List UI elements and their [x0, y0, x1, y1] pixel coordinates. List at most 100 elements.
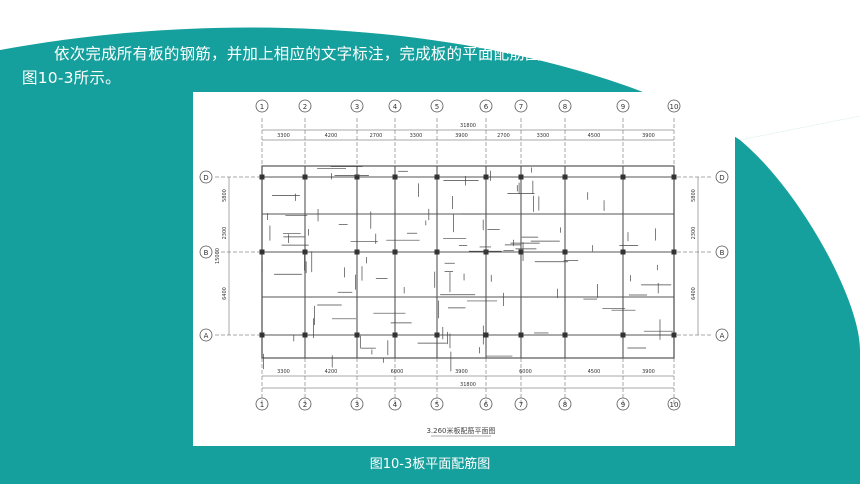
axis-label-bottom: 9 — [621, 401, 625, 409]
drawing-title: 3.260米板配筋平面图 — [426, 426, 495, 435]
row-bubble-right — [715, 245, 729, 259]
bottom-dim: 6000 — [519, 369, 532, 375]
row-label-right: A — [720, 332, 725, 340]
axis-label-top: 8 — [563, 103, 567, 111]
axis-label-bottom: 8 — [563, 401, 567, 409]
left-dim: 2300 — [222, 227, 228, 240]
column-block — [354, 174, 360, 180]
top-dim: 4500 — [588, 133, 601, 139]
row-label-right: D — [719, 174, 724, 182]
axis-label-bottom: 3 — [355, 401, 359, 409]
top-dim: 3900 — [642, 133, 655, 139]
column-block — [518, 249, 524, 255]
axis-bubble-bottom — [388, 397, 402, 411]
column-block — [259, 174, 265, 180]
axis-label-top: 3 — [355, 103, 359, 111]
axis-label-top: 4 — [393, 103, 398, 111]
column-block — [518, 332, 524, 338]
axis-bubble-top — [514, 99, 528, 113]
column-block — [392, 332, 398, 338]
column-block — [392, 249, 398, 255]
axis-bubble-bottom — [479, 397, 493, 411]
column-block — [354, 332, 360, 338]
top-dim: 3300 — [410, 133, 423, 139]
column-block — [302, 332, 308, 338]
row-label-right: B — [720, 249, 725, 257]
right-dim: 5800 — [691, 189, 697, 202]
axis-label-bottom: 10 — [670, 401, 679, 409]
column-block — [620, 332, 626, 338]
column-block — [671, 249, 677, 255]
column-block — [392, 174, 398, 180]
row-bubble-left — [199, 245, 213, 259]
bottom-dim: 3900 — [455, 369, 468, 375]
row-label-left: B — [204, 249, 209, 257]
axis-bubble-top — [479, 99, 493, 113]
paragraph-text: 依次完成所有板的钢筋，并加上相应的文字标注，完成板的平面配筋图，如图10-3所示… — [22, 45, 573, 87]
axis-bubble-top — [350, 99, 364, 113]
axis-bubble-bottom — [255, 397, 269, 411]
row-bubble-left — [199, 170, 213, 184]
row-bubble-right — [715, 328, 729, 342]
bottom-dim: 6000 — [391, 369, 404, 375]
axis-label-top: 6 — [484, 103, 489, 111]
axis-bubble-top — [255, 99, 269, 113]
axis-bubble-top — [616, 99, 630, 113]
axis-bubble-bottom — [514, 397, 528, 411]
top-dim: 3300 — [277, 133, 290, 139]
bottom-dim: 3900 — [642, 369, 655, 375]
top-total-dim: 31800 — [460, 123, 476, 129]
axis-label-bottom: 6 — [484, 401, 489, 409]
column-block — [562, 332, 568, 338]
figure-caption: 图10-3板平面配筋图 — [369, 457, 491, 472]
left-dim: 5800 — [222, 189, 228, 202]
column-block — [483, 174, 489, 180]
axis-bubble-bottom — [616, 397, 630, 411]
column-block — [671, 332, 677, 338]
side-total-dim: 15000 — [215, 248, 221, 264]
right-dim: 2300 — [691, 227, 697, 240]
axis-label-top: 1 — [260, 103, 264, 111]
column-block — [434, 249, 440, 255]
top-dim: 3900 — [455, 133, 468, 139]
column-block — [483, 332, 489, 338]
axis-bubble-top — [298, 99, 312, 113]
bottom-total-dim: 31800 — [460, 382, 476, 388]
column-block — [434, 174, 440, 180]
column-block — [671, 174, 677, 180]
bottom-dim: 3300 — [277, 369, 290, 375]
axis-label-top: 10 — [670, 103, 679, 111]
column-block — [562, 174, 568, 180]
axis-label-bottom: 2 — [303, 401, 307, 409]
row-label-left: A — [204, 332, 209, 340]
axis-bubble-top — [388, 99, 402, 113]
bottom-dim: 4500 — [588, 369, 601, 375]
right-dim: 6400 — [691, 287, 697, 300]
axis-label-top: 7 — [519, 103, 523, 111]
row-bubble-left — [199, 328, 213, 342]
axis-label-top: 5 — [435, 103, 439, 111]
axis-label-bottom: 4 — [393, 401, 398, 409]
row-label-left: D — [203, 174, 208, 182]
column-block — [483, 249, 489, 255]
axis-bubble-top — [558, 99, 572, 113]
axis-label-top: 2 — [303, 103, 307, 111]
column-block — [620, 174, 626, 180]
left-dim: 6400 — [222, 287, 228, 300]
top-dim: 2700 — [370, 133, 383, 139]
top-dim: 4200 — [325, 133, 338, 139]
axis-bubble-bottom — [430, 397, 444, 411]
row-bubble-right — [715, 170, 729, 184]
column-block — [259, 332, 265, 338]
bottom-dim: 4200 — [325, 369, 338, 375]
top-dim: 2700 — [497, 133, 510, 139]
axis-label-top: 9 — [621, 103, 625, 111]
column-block — [259, 249, 265, 255]
body-paragraph: 依次完成所有板的钢筋，并加上相应的文字标注，完成板的平面配筋图，如图10-3所示… — [22, 42, 582, 90]
axis-label-bottom: 7 — [519, 401, 523, 409]
axis-bubble-bottom — [298, 397, 312, 411]
top-dim: 3300 — [537, 133, 550, 139]
axis-bubble-bottom — [558, 397, 572, 411]
axis-bubble-bottom — [667, 397, 681, 411]
axis-label-bottom: 5 — [435, 401, 439, 409]
